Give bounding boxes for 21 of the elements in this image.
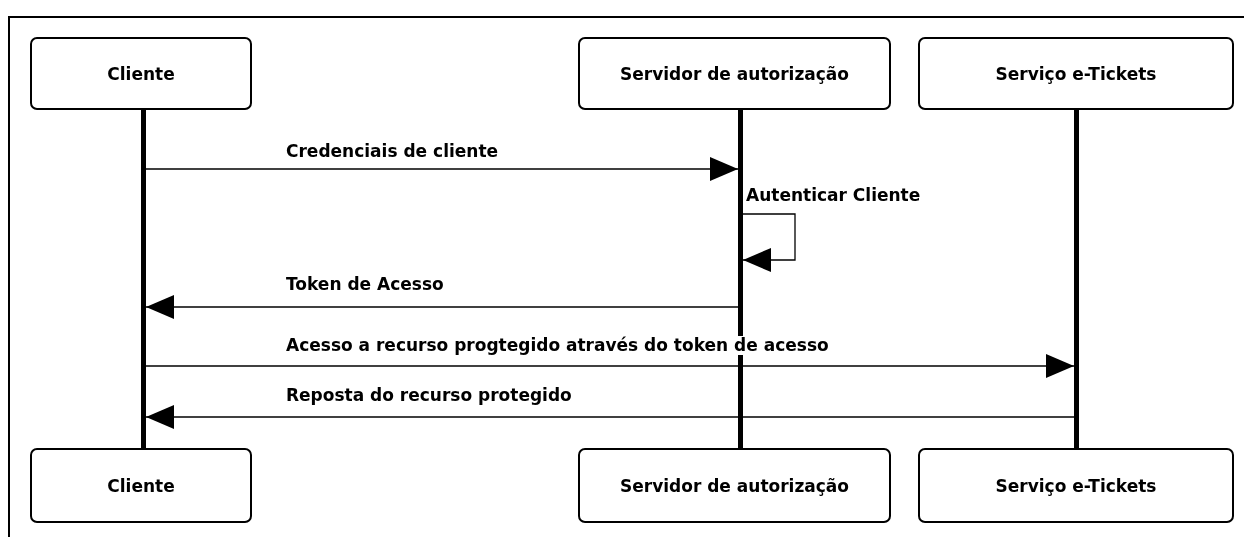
- lifeline-bar: [1074, 110, 1079, 448]
- participant-box: [918, 448, 1234, 523]
- message-arrow: [145, 354, 1075, 378]
- message-label: Acesso a recurso progtegido através do token de acesso: [285, 336, 830, 355]
- participant-name: Servidor de autorização: [620, 475, 849, 496]
- participant-name: Cliente: [107, 63, 175, 84]
- message-arrow: [145, 405, 1075, 429]
- participant-name: Serviço e-Tickets: [995, 63, 1157, 84]
- self-message-arrow: [742, 213, 796, 272]
- participant-name: Servidor de autorização: [620, 63, 849, 84]
- participant-box: [578, 448, 891, 523]
- participant-box: [918, 37, 1234, 110]
- lifeline-bar: [141, 110, 146, 448]
- participant-box: [30, 448, 252, 523]
- message-arrow: [145, 157, 739, 181]
- participant-name: Cliente: [107, 475, 175, 496]
- participant-box: [578, 37, 891, 110]
- message-arrow: [145, 295, 739, 319]
- participant-box: [30, 37, 252, 110]
- participant-name: Serviço e-Tickets: [995, 475, 1157, 496]
- message-label: Reposta do recurso protegido: [285, 386, 573, 405]
